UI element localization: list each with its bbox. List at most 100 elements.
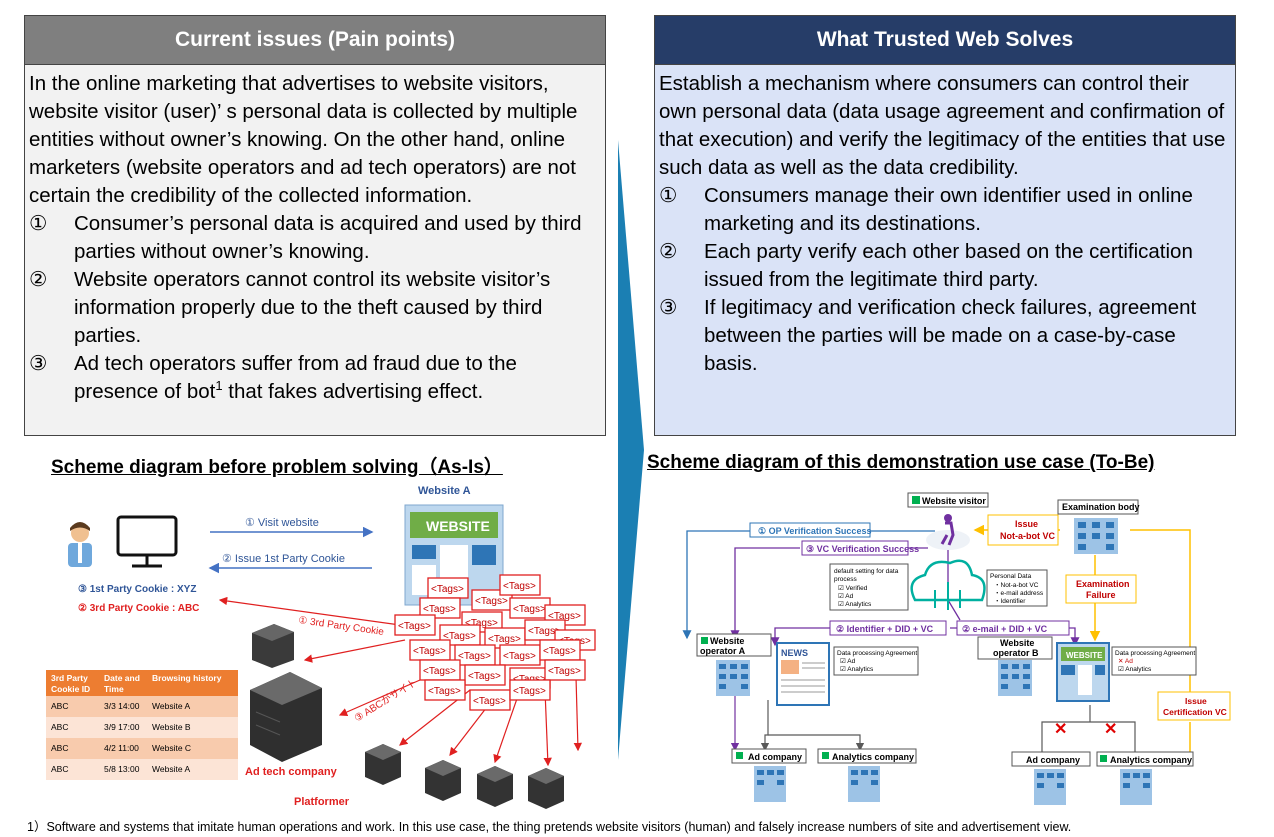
analytics-company-a: Analytics company — [817, 748, 917, 802]
table-cell: 4/2 11:00 — [104, 743, 139, 753]
tag-box: <Tags> — [499, 574, 541, 596]
tag-box: <Tags> — [409, 639, 451, 661]
platformer-servers — [365, 744, 564, 809]
ad-tech-company-label: Ad tech company — [245, 766, 338, 778]
dpa-box-a: Data processing Agreement ☑ Ad ☑ Analyti… — [833, 646, 919, 676]
transition-arrow — [618, 140, 644, 760]
svg-text:Data processing Agreement: Data processing Agreement — [837, 650, 917, 657]
table-cell: ABC — [51, 701, 68, 711]
table-cell: Website A — [152, 701, 190, 711]
svg-text:<Tags>: <Tags> — [513, 686, 546, 697]
tag-box: <Tags> — [419, 597, 461, 619]
browsing-history-table: 3rd Party Cookie ID Date and Time Browsi… — [46, 670, 238, 780]
third-party-cookie-arrow-label: ① 3rd Party Cookie — [298, 615, 385, 638]
svg-text:・Identifier: ・Identifier — [994, 598, 1026, 605]
table-cell: 3/9 17:00 — [104, 722, 140, 732]
svg-text:Analytics company: Analytics company — [832, 752, 914, 762]
block-icon: ✕ — [1104, 721, 1117, 738]
svg-text:Failure: Failure — [1086, 590, 1116, 600]
website-sign: WEBSITE — [426, 518, 490, 534]
svg-text:<Tags>: <Tags> — [413, 646, 446, 657]
flow-label-b: ② e-mail + DID + VC — [956, 620, 1070, 636]
svg-text:Ad company: Ad company — [748, 752, 802, 762]
svg-text:Certification VC: Certification VC — [1163, 707, 1227, 717]
tag-box: <Tags> — [544, 659, 586, 681]
solution-item: ③ If legitimacy and verification check f… — [659, 296, 1197, 375]
ad-company-a: Ad company — [731, 748, 807, 802]
svg-text:<Tags>: <Tags> — [528, 626, 561, 637]
website-operator-a: Website operator A — [696, 633, 772, 696]
tag-box: <Tags> — [394, 614, 436, 636]
svg-text:☑ Verified: ☑ Verified — [838, 584, 868, 592]
third-party-cookie-label: ② 3rd Party Cookie : ABC — [78, 603, 199, 614]
svg-text:<Tags>: <Tags> — [473, 696, 506, 707]
pain-points-intro: In the online marketing that advertises … — [29, 72, 578, 207]
tag-box: <Tags> — [427, 577, 469, 599]
svg-text:<Tags>: <Tags> — [465, 618, 498, 629]
svg-text:<Tags>: <Tags> — [458, 651, 491, 662]
news-site-icon: NEWS — [776, 642, 830, 706]
solutions-header: What Trusted Web Solves — [655, 16, 1235, 65]
website-visitor-label: Website visitor — [907, 492, 989, 508]
website-a-label: Website A — [418, 485, 471, 497]
tag-box: <Tags> — [454, 644, 496, 666]
svg-text:② Identifier + DID + VC: ② Identifier + DID + VC — [836, 624, 934, 634]
svg-text:☑ Analytics: ☑ Analytics — [840, 665, 874, 673]
svg-text:Date and: Date and — [104, 673, 140, 683]
svg-text:Examination: Examination — [1076, 579, 1130, 589]
as-is-title: Scheme diagram before problem solving（As… — [51, 457, 503, 478]
svg-text:<Tags>: <Tags> — [548, 611, 581, 622]
website-b-icon: WEBSITE — [1056, 642, 1110, 702]
table-cell: Website B — [152, 722, 191, 732]
svg-text:Data processing Agreement: Data processing Agreement — [1115, 650, 1195, 657]
to-be-diagram: ✕ ✕ Website visitor Examination body ① O… — [682, 492, 1231, 805]
issue-certification-badge: Issue Certification VC — [1157, 691, 1231, 721]
svg-text:Website visitor: Website visitor — [922, 496, 986, 506]
table-cell: ABC — [51, 722, 68, 732]
svg-text:Examination body: Examination body — [1062, 502, 1140, 512]
svg-text:3rd Party: 3rd Party — [51, 673, 88, 683]
table-cell: Website C — [152, 743, 191, 753]
svg-text:・e-mail address: ・e-mail address — [994, 590, 1044, 597]
table-cell: 3/3 14:00 — [104, 701, 140, 711]
svg-text:operator A: operator A — [700, 646, 746, 656]
svg-text:☑ Analytics: ☑ Analytics — [838, 600, 872, 608]
tag-box: <Tags> — [469, 689, 511, 711]
svg-text:Not-a-bot VC: Not-a-bot VC — [1000, 531, 1055, 541]
ad-tech-server-icon — [250, 672, 322, 762]
pain-point-item: ③ Ad tech operators suffer from ad fraud… — [29, 352, 517, 403]
tag-box: <Tags> — [499, 644, 541, 666]
examination-body: Examination body — [1057, 499, 1140, 554]
table-header-history: Browsing history — [152, 673, 222, 683]
svg-text:NEWS: NEWS — [781, 648, 808, 658]
svg-text:<Tags>: <Tags> — [548, 666, 581, 677]
platformer-label: Platformer — [294, 796, 350, 808]
server-icon — [252, 624, 294, 668]
svg-text:<Tags>: <Tags> — [431, 584, 464, 595]
svg-text:<Tags>: <Tags> — [503, 581, 536, 592]
pain-points-panel: Current issues (Pain points) In the onli… — [24, 15, 606, 436]
issue-cookie-label: ② Issue 1st Party Cookie — [222, 553, 345, 565]
svg-text:③ VC Verification Success: ③ VC Verification Success — [806, 544, 919, 554]
pain-point-item: ① Consumer’s personal data is acquired a… — [29, 212, 582, 263]
table-cell: ABC — [51, 743, 68, 753]
footnote: 1）Software and systems that imitate huma… — [27, 820, 1072, 834]
ad-company-b: Ad company — [1011, 751, 1091, 805]
svg-text:Website: Website — [710, 636, 744, 646]
svg-text:Issue: Issue — [1185, 696, 1207, 706]
user-icon — [68, 522, 92, 567]
svg-text:<Tags>: <Tags> — [423, 604, 456, 615]
as-is-diagram: Website A WEBSITE ① Visit website ② Issu… — [46, 485, 596, 809]
personal-data-box: Personal Data ・Not-a-bot VC ・e-mail addr… — [986, 569, 1048, 607]
svg-text:✕ Ad: ✕ Ad — [1118, 658, 1133, 665]
tag-box: <Tags> — [509, 597, 551, 619]
svg-text:Time: Time — [104, 684, 124, 694]
svg-text:process: process — [834, 576, 858, 583]
pain-point-item: ② Website operators cannot control its w… — [29, 268, 551, 347]
solutions-intro: Establish a mechanism where consumers ca… — [659, 72, 1226, 179]
solution-item: ② Each party verify each other based on … — [659, 240, 1193, 291]
to-be-title: Scheme diagram of this demonstration use… — [647, 452, 1155, 473]
first-party-cookie-label: ③ 1st Party Cookie : XYZ — [78, 584, 196, 595]
svg-text:☑ Analytics: ☑ Analytics — [1118, 665, 1152, 673]
svg-text:Ad company: Ad company — [1026, 755, 1080, 765]
